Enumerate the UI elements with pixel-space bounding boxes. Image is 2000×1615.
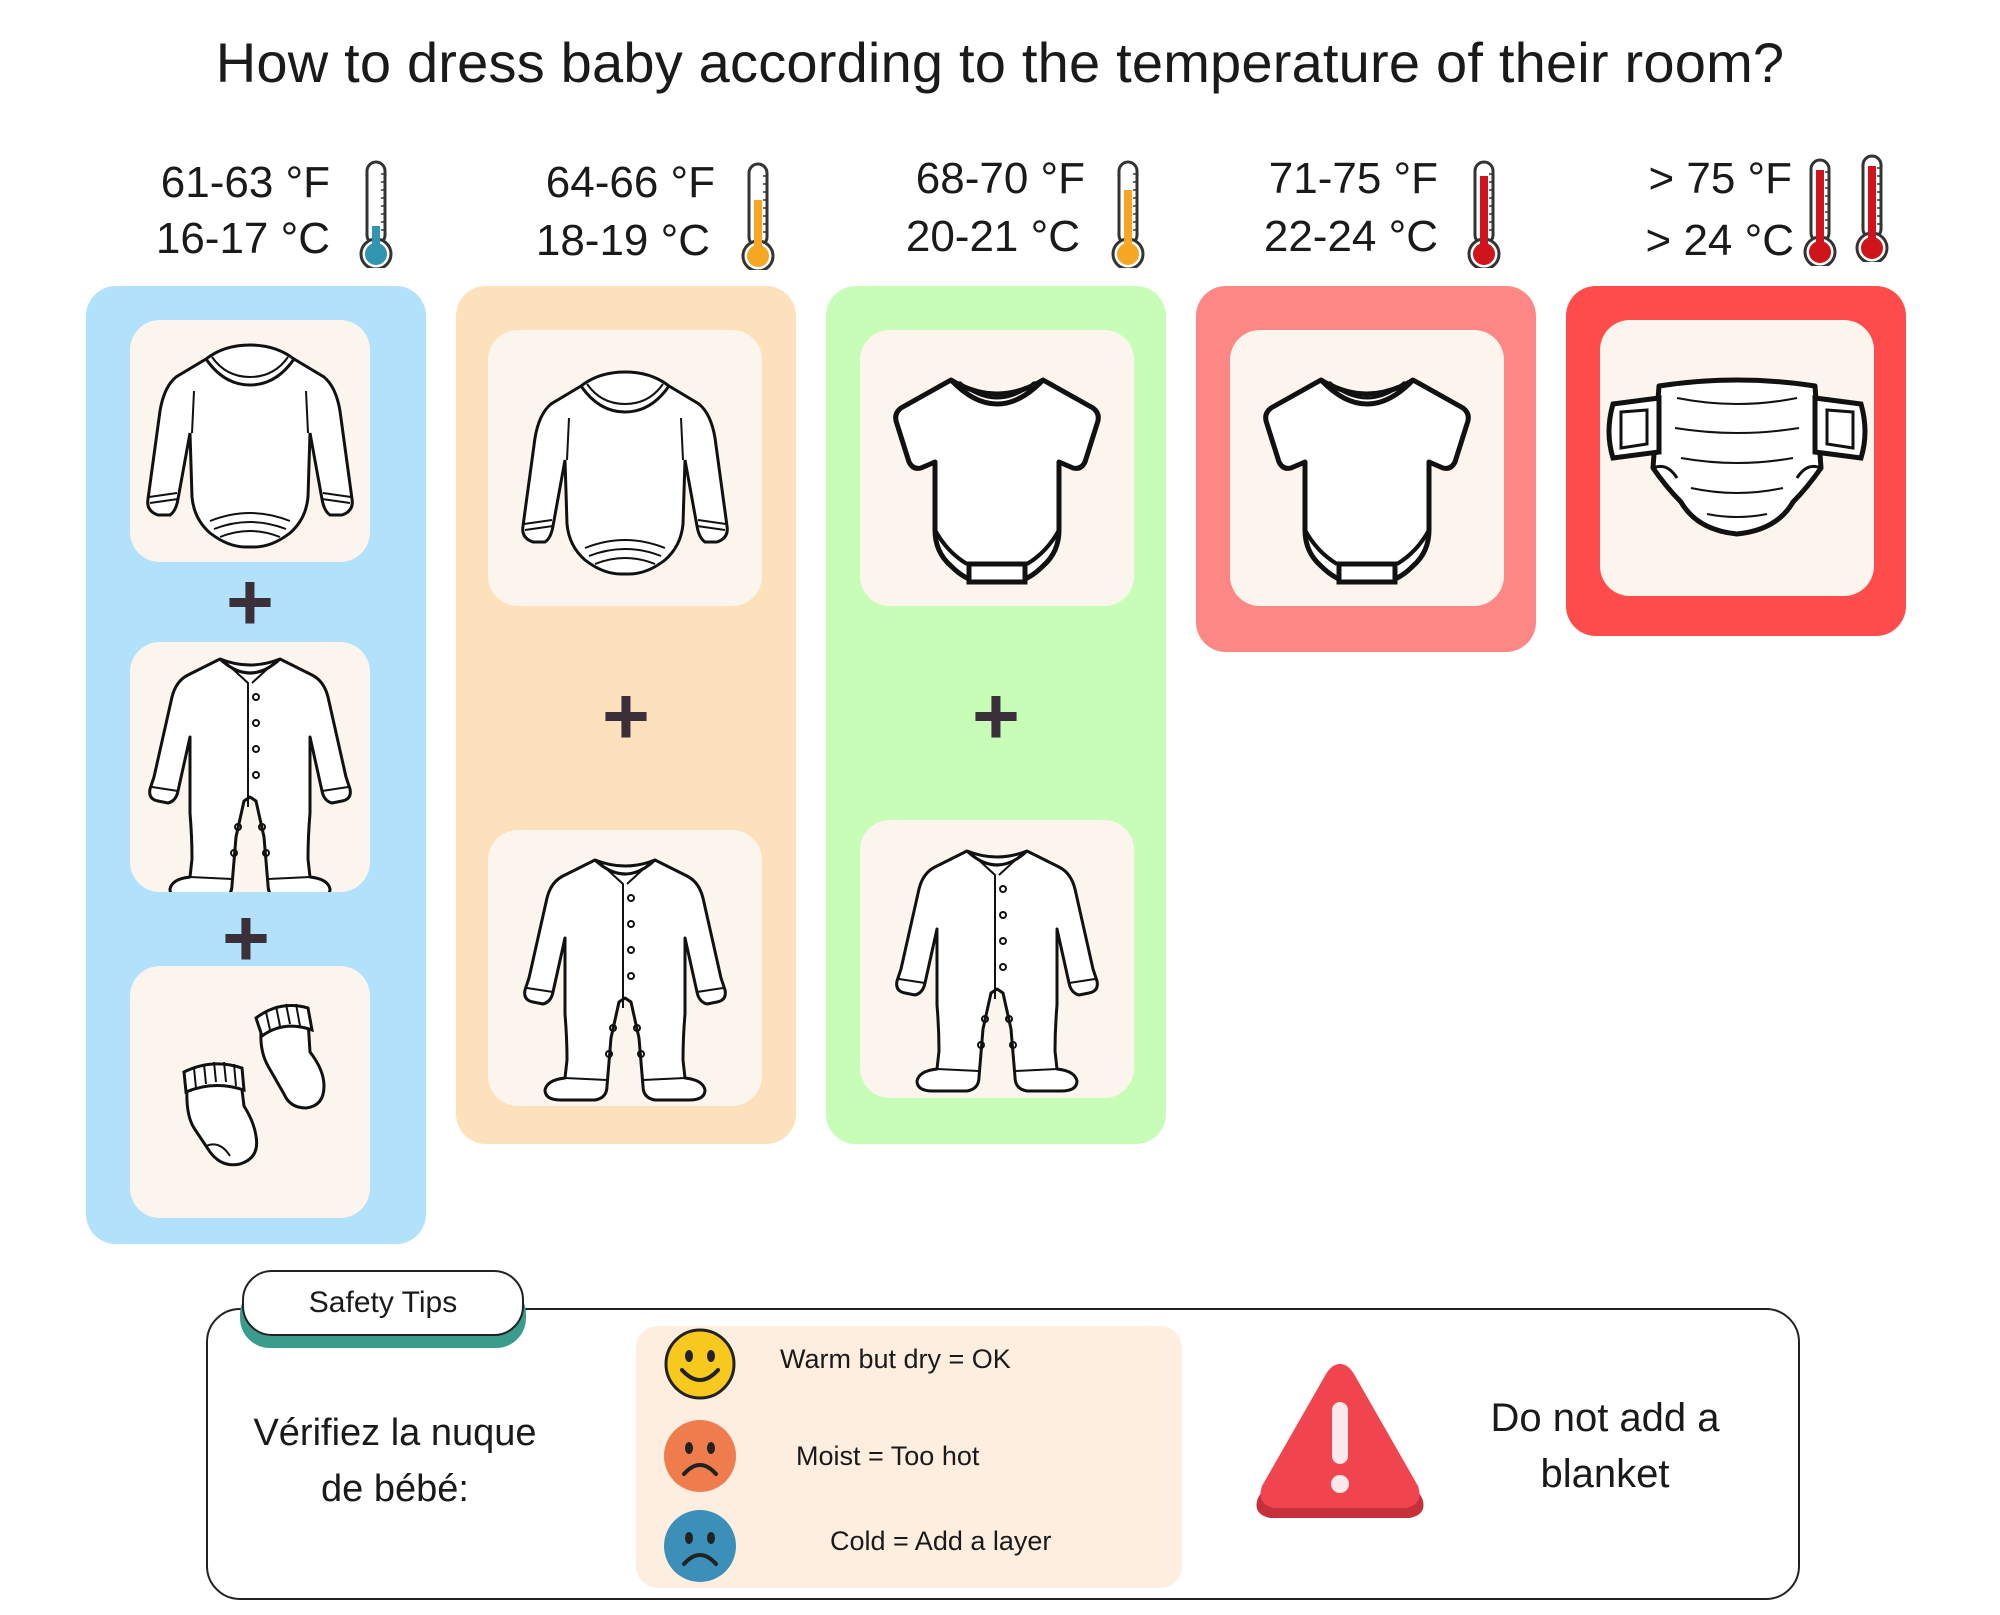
outfit-column-cool: + [456, 286, 796, 1144]
temperature-header-warm: 71-75 °F 22-24 °C [1260, 150, 1520, 270]
fahrenheit-range: 71-75 °F [1268, 154, 1438, 203]
outfit-column-warm [1196, 286, 1536, 652]
safety-tips-tab: Safety Tips [242, 1270, 524, 1336]
happy-face-icon [664, 1328, 736, 1400]
plus-sign: + [972, 671, 1020, 762]
check-neck-line: Vérifiez la nuque [253, 1412, 537, 1454]
thermometer-hot-icon [1803, 158, 1837, 266]
warning-triangle-icon [1256, 1364, 1424, 1518]
thermometer-medium-icon [1111, 160, 1145, 268]
socks-icon [182, 1002, 326, 1167]
long-sleeve-bodysuit-icon [146, 343, 354, 549]
celsius-range: 22-24 °C [1263, 212, 1438, 261]
state-label: Cold = Add a layer [830, 1526, 1052, 1556]
page-title: How to dress baby according to the tempe… [215, 31, 1785, 94]
celsius-range: 16-17 °C [155, 214, 330, 263]
no-blanket-text: Do not add a blanket [1455, 1390, 1755, 1502]
temperature-header-cold: 61-63 °F 16-17 °C [150, 150, 393, 270]
footed-sleeper-icon [523, 858, 727, 1102]
thermometer-cold-icon [359, 160, 393, 268]
thermometer-hot-icon [1467, 160, 1501, 268]
outfit-card [488, 830, 762, 1106]
check-neck-line: de bébé: [321, 1468, 469, 1510]
thermometer-hot-icon [1855, 154, 1889, 262]
outfit-card [130, 320, 370, 562]
footed-sleeper-icon [895, 849, 1099, 1093]
neck-check-legend: Warm but dry = OK Moist = Too hot Cold =… [636, 1326, 1182, 1588]
thermometer-medium-icon [741, 162, 775, 270]
outfit-column-hot [1566, 286, 1906, 636]
footed-sleeper-icon [148, 657, 352, 892]
celsius-range: 18-19 °C [535, 216, 710, 265]
fahrenheit-range: > 75 °F [1648, 154, 1792, 203]
fahrenheit-range: 68-70 °F [915, 154, 1085, 203]
state-label: Moist = Too hot [796, 1441, 980, 1471]
state-label: Warm but dry = OK [780, 1344, 1011, 1374]
safety-tips-panel [206, 1308, 1800, 1600]
plus-sign: + [226, 557, 274, 648]
celsius-range: > 24 °C [1645, 216, 1794, 265]
sad-face-blue-icon [664, 1510, 736, 1582]
diaper-icon [1600, 320, 1874, 596]
outfit-card [130, 966, 370, 1218]
no-blanket-line: Do not add a [1490, 1396, 1720, 1440]
check-neck-text: Vérifiez la nuque de bébé: [230, 1405, 560, 1517]
outfit-card [1230, 330, 1504, 606]
short-sleeve-bodysuit-icon [860, 330, 1134, 606]
sad-face-orange-icon [664, 1420, 736, 1492]
outfit-column-cold: + + [86, 286, 426, 1244]
temperature-header-ideal: 68-70 °F 20-21 °C [890, 150, 1160, 270]
outfit-card [1600, 320, 1874, 596]
outfit-card [130, 642, 370, 892]
outfit-card [860, 330, 1134, 606]
outfit-column-ideal: + [826, 286, 1166, 1144]
outfit-card [860, 820, 1134, 1098]
celsius-range: 20-21 °C [905, 212, 1080, 261]
short-sleeve-bodysuit-icon [1230, 330, 1504, 606]
fahrenheit-range: 64-66 °F [545, 158, 715, 207]
no-blanket-line: blanket [1540, 1452, 1670, 1496]
temperature-header-cool: 64-66 °F 18-19 °C [520, 150, 790, 270]
long-sleeve-bodysuit-icon [521, 370, 729, 576]
temperature-header-hot: > 75 °F > 24 °C [1630, 150, 1920, 270]
outfit-card [488, 330, 762, 606]
plus-sign: + [602, 671, 650, 762]
fahrenheit-range: 61-63 °F [160, 158, 330, 207]
plus-sign: + [222, 893, 270, 984]
